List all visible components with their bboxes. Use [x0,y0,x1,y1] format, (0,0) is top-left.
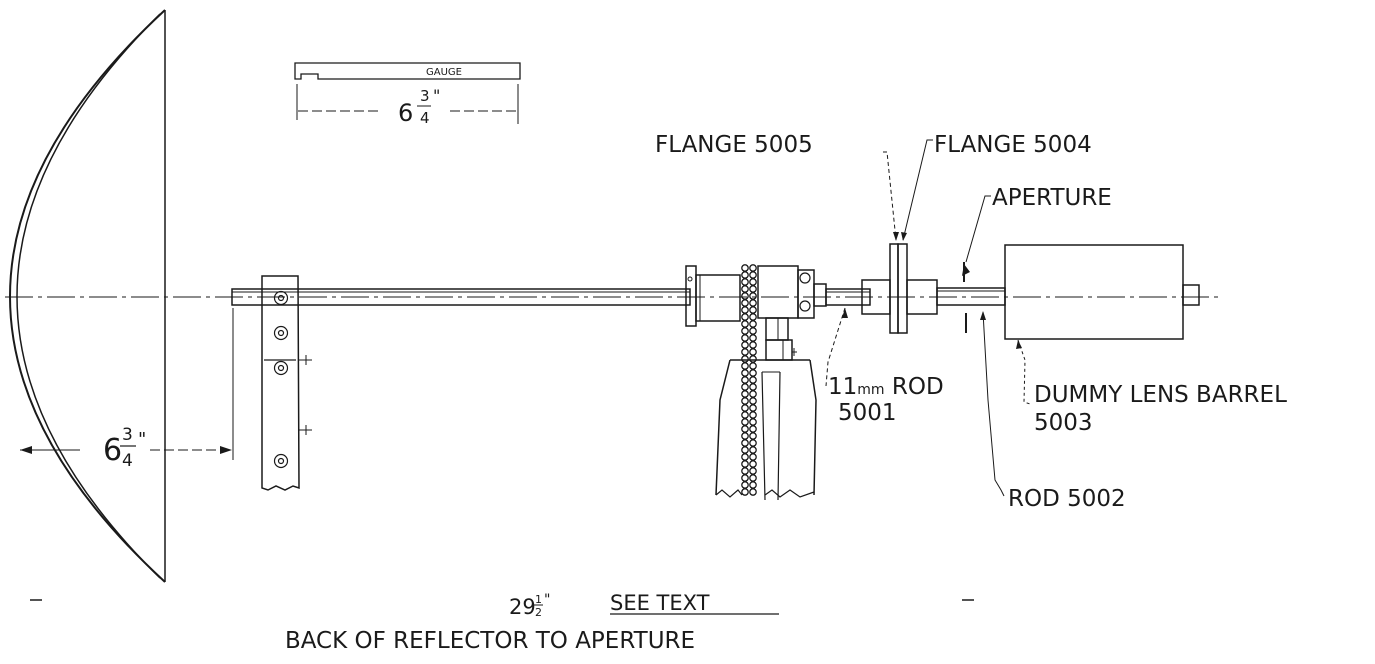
main-shaft [231,288,691,306]
gearbox-housing [757,265,827,341]
distance-unit: " [544,592,550,608]
rod-11mm-label-line2: 5001 [838,400,897,426]
leader-lines [825,139,1031,497]
gauge-dim-whole: 6 [398,99,413,127]
left-dim-den: 4 [122,451,133,471]
overall-distance-annotation: 29 1 2 " SEE TEXT BACK OF REFLECTOR TO A… [30,591,974,654]
dummy-lens-label-line2: 5003 [1034,410,1093,436]
rod-5002-label: ROD 5002 [1008,486,1126,512]
distance-den: 2 [535,606,542,619]
gauge-dim-den: 4 [420,109,430,127]
drive-chain [741,264,757,496]
distance-num: 1 [535,593,542,606]
dummy-lens-label-line1: DUMMY LENS BARREL [1034,382,1287,408]
aperture-plate [962,262,970,333]
see-text-label: SEE TEXT [610,591,710,615]
left-bracket [261,275,312,491]
caption: BACK OF REFLECTOR TO APERTURE [285,628,695,654]
rod-11mm-label-line1: 11mm ROD [828,374,944,400]
flange-5004-label: FLANGE 5004 [934,132,1092,158]
gauge-dim-num: 3 [420,87,430,105]
gauge-bar: GAUGE [294,62,521,80]
left-dim-unit: " [138,429,146,450]
reflector-depth-dimension: 6 3 4 " [20,308,234,471]
support-stand [715,339,817,501]
leader-arrowheads [842,232,1022,349]
left-dim-whole: 6 [103,433,122,468]
left-dim-num: 3 [122,425,133,445]
aperture-label: APERTURE [992,185,1112,211]
gauge-label: GAUGE [426,67,462,78]
drive-hub [685,265,741,327]
flange-pair [889,243,938,334]
flange-5005-label: FLANGE 5005 [655,132,813,158]
reflector [9,9,166,583]
gauge-dim-unit: " [433,86,440,105]
gauge-dimension: 6 3 4 " [296,84,519,127]
dummy-lens-barrel [1004,244,1200,340]
distance-whole: 29 [509,595,536,619]
